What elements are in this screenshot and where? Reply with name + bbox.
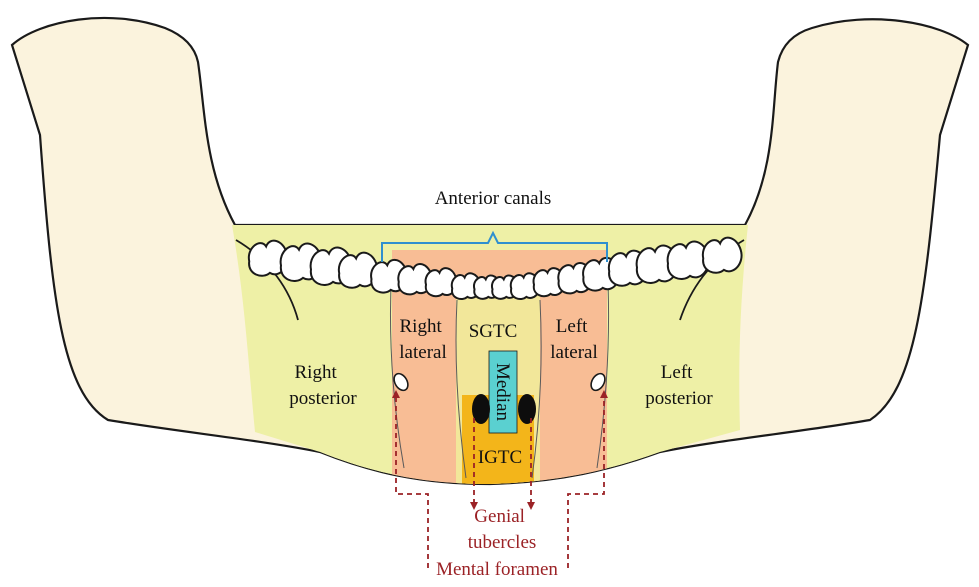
genial-tubercles-label: Genial tubercles <box>468 506 537 553</box>
anterior-canals-label: Anterior canals <box>435 188 552 209</box>
mental-foramen-label: Mental foramen <box>436 559 558 580</box>
genial-tubercle-icon <box>518 394 536 424</box>
tooth-crown-icon <box>703 238 742 273</box>
sgtc-label: SGTC <box>469 321 518 342</box>
median-label: Median <box>492 363 513 422</box>
igtc-label: IGTC <box>478 447 522 468</box>
